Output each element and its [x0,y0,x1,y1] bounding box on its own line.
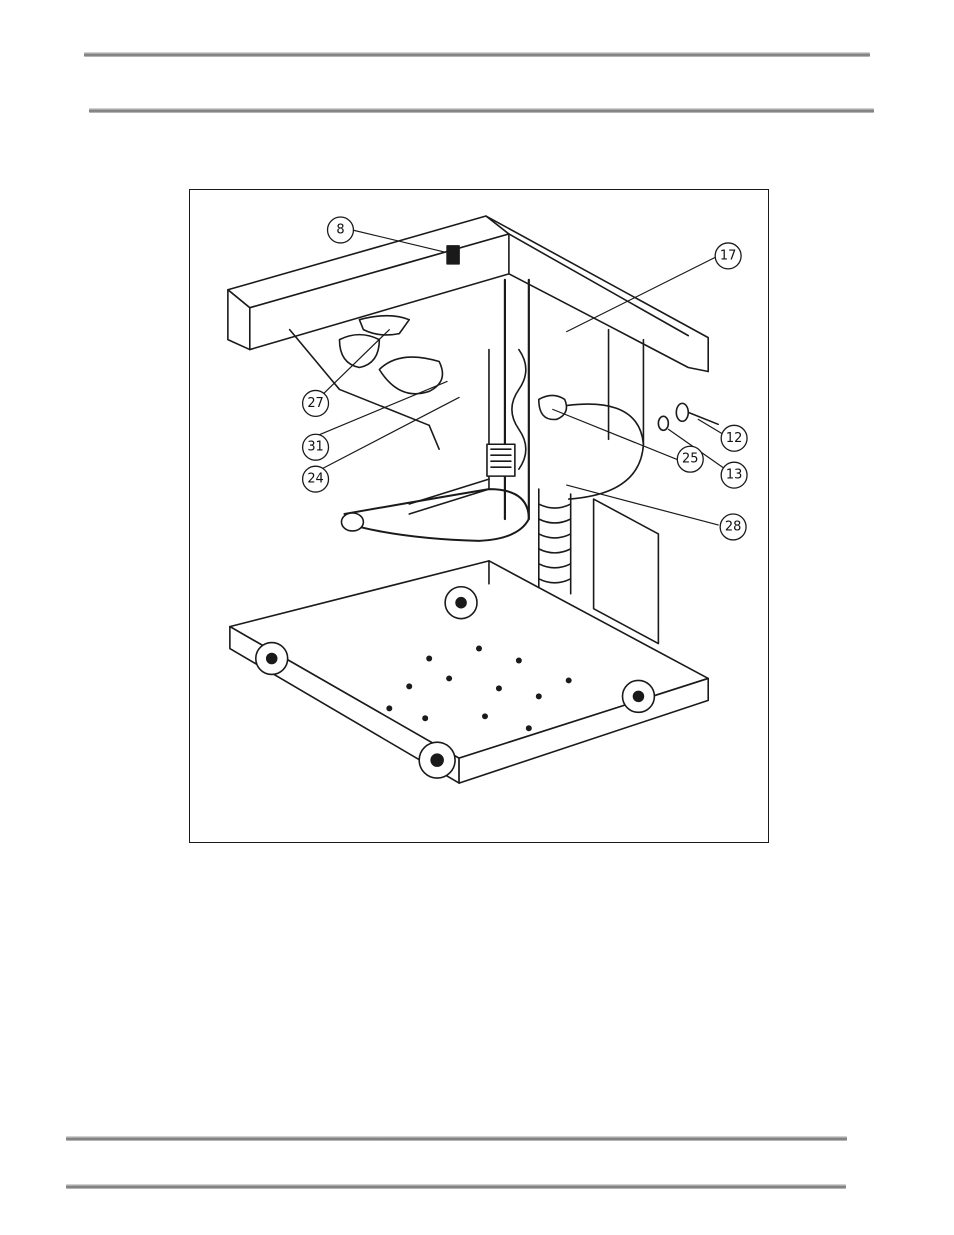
callout-8-label: 8 [336,222,344,237]
callout-24-label: 24 [307,472,323,487]
coil [539,489,571,594]
parts-diagram-frame: 8 17 27 31 24 12 25 13 28 [189,189,769,843]
callout-13-label: 13 [726,468,742,483]
callout-31-label: 31 [307,440,323,455]
callout-27-label: 27 [307,396,323,411]
tank [544,330,659,644]
header-rule-bottom [89,108,874,113]
footer-rule-bottom [66,1184,846,1189]
footer-rule-top [66,1136,847,1141]
parts-diagram: 8 17 27 31 24 12 25 13 28 [190,190,768,842]
callout-17-label: 17 [720,248,736,263]
header-rule-top [84,52,870,57]
pipe-assembly [339,280,566,541]
callout-28-label: 28 [725,519,741,534]
callout-12-label: 12 [726,431,742,446]
top-cabinet [228,216,708,449]
callout-25-label: 25 [682,452,698,467]
